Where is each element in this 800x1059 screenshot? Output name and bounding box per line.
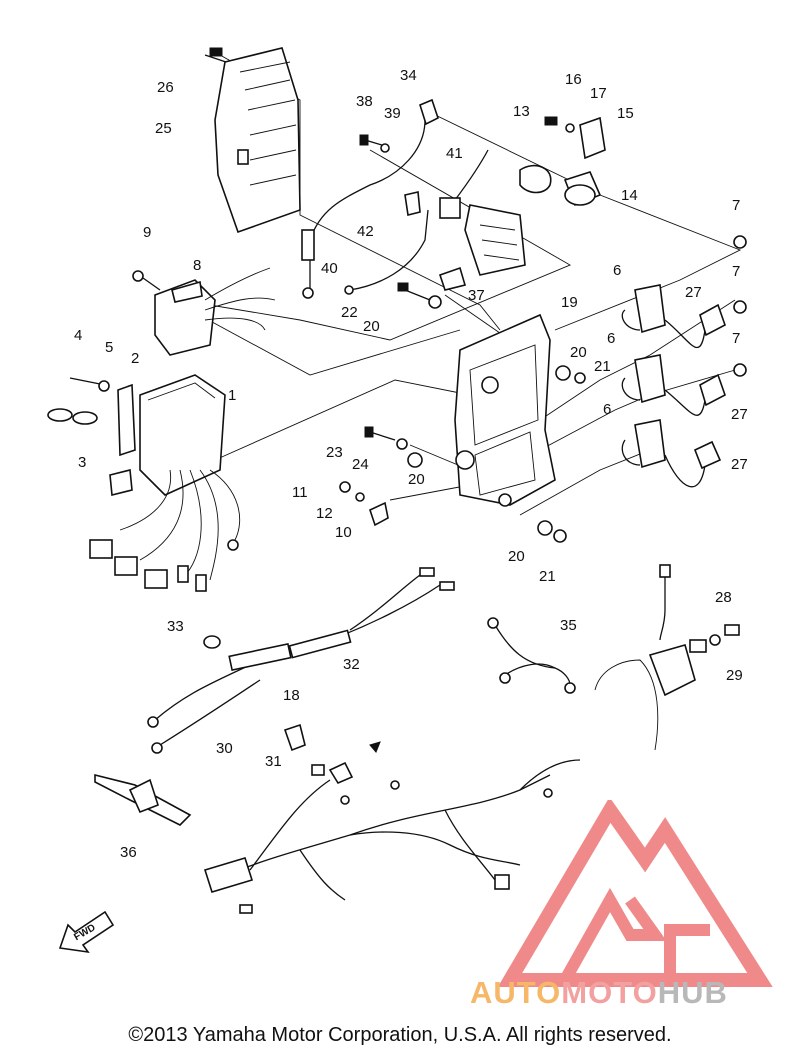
harness-32	[147, 567, 455, 754]
watermark-text: AUTOMOTOHUB	[470, 975, 800, 1011]
callout-2: 2	[131, 350, 139, 367]
ignition-coils	[621, 235, 747, 488]
callout-27-mid: 27	[731, 406, 748, 423]
callout-6-bottom: 6	[603, 401, 611, 418]
callout-21-a: 21	[594, 358, 611, 375]
callout-22: 22	[341, 304, 358, 321]
watermark-text-moto: MOTO	[561, 975, 658, 1010]
main-harness-30	[94, 723, 581, 914]
callout-3: 3	[78, 454, 86, 471]
callout-25: 25	[155, 120, 172, 137]
lead-35	[487, 617, 576, 694]
bracket-parts-2-5	[47, 377, 136, 457]
callout-20-a: 20	[363, 318, 380, 335]
callout-5: 5	[105, 339, 113, 356]
callout-24: 24	[352, 456, 369, 473]
callout-20-d: 20	[508, 548, 525, 565]
callout-36: 36	[120, 844, 137, 861]
callout-13: 13	[513, 103, 530, 120]
callout-38: 38	[356, 93, 373, 110]
callout-labels: 1 2 3 4 5 6 6 6 7 7 7 8 9 10 11 12 13 14…	[74, 67, 748, 861]
callout-20-c: 20	[408, 471, 425, 488]
callout-33: 33	[167, 618, 184, 635]
callout-23: 23	[326, 444, 343, 461]
callout-26: 26	[157, 79, 174, 96]
callout-14: 14	[621, 187, 638, 204]
parts-diagram: FWD 1 2 3 4 5 6 6 6 7 7 7 8 9 10 11 12 1…	[47, 47, 748, 954]
unit-8	[132, 267, 276, 356]
copyright-notice: ©2013 Yamaha Motor Corporation, U.S.A. A…	[128, 1024, 672, 1046]
callout-20-b: 20	[570, 344, 587, 361]
callout-34: 34	[400, 67, 417, 84]
callout-6-mid: 6	[607, 330, 615, 347]
sensor-28-29	[594, 564, 740, 751]
small-hardware	[339, 365, 586, 543]
callout-27-bottom: 27	[731, 456, 748, 473]
watermark-text-auto: AUTO	[470, 975, 562, 1010]
cdi-unit-1	[89, 374, 241, 592]
callout-28: 28	[715, 589, 732, 606]
callout-15: 15	[617, 105, 634, 122]
callout-31: 31	[265, 753, 282, 770]
callout-40-lead: 40	[321, 260, 338, 277]
callout-6-top: 6	[613, 262, 621, 279]
parts-14-17	[544, 116, 606, 207]
callout-16: 16	[565, 71, 582, 88]
automotohub-logo-icon	[497, 800, 773, 987]
callout-7-mid: 7	[732, 263, 740, 280]
callout-18: 18	[283, 687, 300, 704]
callout-35: 35	[560, 617, 577, 634]
callout-17: 17	[590, 85, 607, 102]
fwd-arrow-icon: FWD	[58, 910, 115, 954]
callout-40: 41	[446, 145, 463, 162]
callout-19: 19	[561, 294, 578, 311]
center-wiring	[301, 98, 552, 309]
callout-11: 11	[292, 484, 308, 501]
callout-32: 32	[343, 656, 360, 673]
cover-25	[204, 47, 301, 234]
callout-37: 37	[468, 287, 485, 304]
callout-10: 10	[335, 524, 352, 541]
callout-27-top: 27	[685, 284, 702, 301]
callout-21-b: 21	[539, 568, 556, 585]
callout-29: 29	[726, 667, 743, 684]
callout-7-top: 7	[732, 197, 740, 214]
callout-9: 9	[143, 224, 151, 241]
callout-8: 8	[193, 257, 201, 274]
watermark-text-hub: HUB	[657, 975, 728, 1010]
plate-19	[454, 313, 556, 507]
callout-4: 4	[74, 327, 82, 344]
callout-30: 30	[216, 740, 233, 757]
callout-7-bottom: 7	[732, 330, 740, 347]
callout-12: 12	[316, 505, 333, 522]
callout-1: 1	[228, 387, 236, 404]
callout-42: 42	[357, 223, 374, 240]
callout-39: 39	[384, 105, 401, 122]
